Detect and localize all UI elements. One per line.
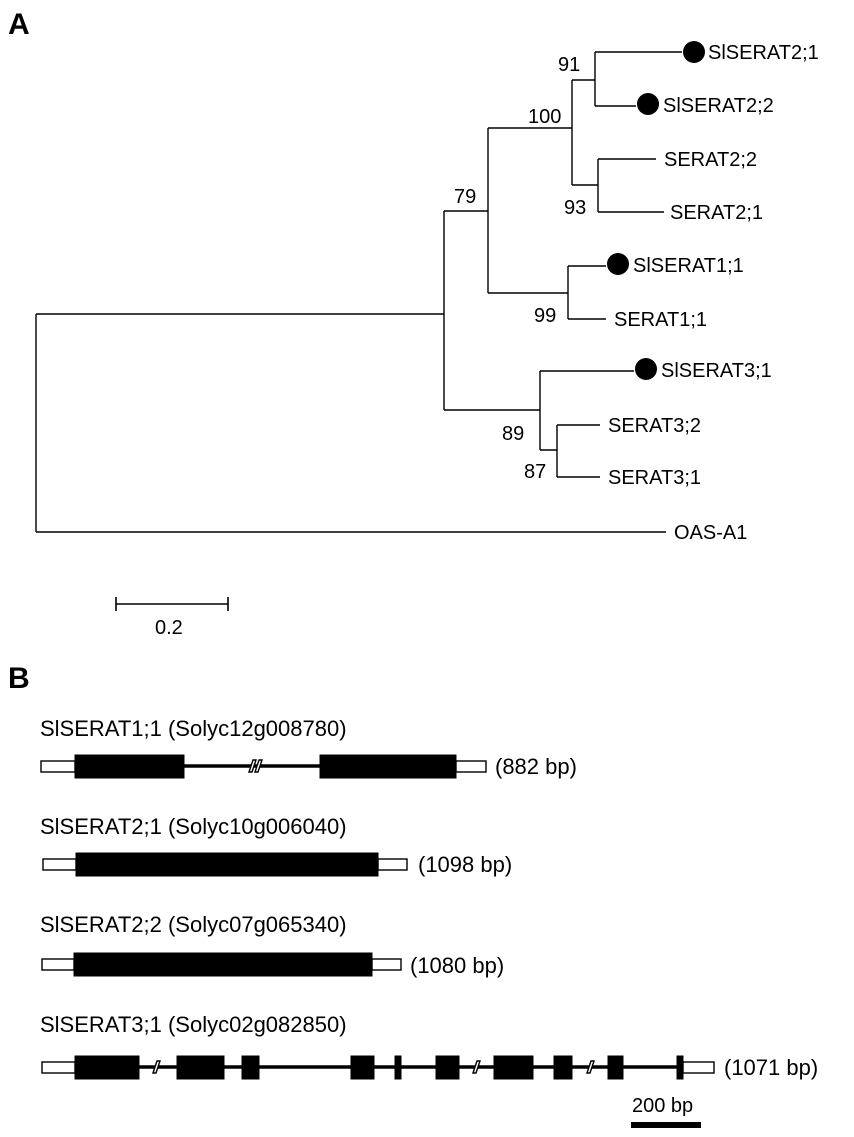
gene-structure-slserat1-1: SlSERAT1;1 (Solyc12g008780) (882 bp) [40,716,577,779]
utr-box [377,858,408,871]
exon-box [74,754,185,779]
intron-break-mark [472,1060,481,1074]
gene-title: SlSERAT2;1 (Solyc10g006040) [40,814,347,839]
tree-scale-label: 0.2 [155,617,183,639]
gene-title: SlSERAT3;1 (Solyc02g082850) [40,1012,347,1037]
leaf-label-serat1-1: SERAT1;1 [614,309,707,331]
gene-scale-line [631,1122,701,1128]
utr-box [40,760,76,773]
utr-box [41,958,75,971]
exon-box [319,754,457,779]
panel-b-label: B [8,662,30,695]
gene-structure-slserat2-2: SlSERAT2;2 (Solyc07g065340) (1080 bp) [40,912,504,978]
gene-scale-bar: 200 bp [631,1095,701,1128]
bootstrap-value: 93 [564,197,586,219]
exon-box [676,1055,684,1080]
exon-box [350,1055,375,1080]
exon-box [73,952,373,977]
utr-box [455,760,487,773]
exon-box [75,852,379,877]
exon-box [394,1055,402,1080]
utr-box [682,1061,715,1074]
intron-break-mark [586,1060,595,1074]
bootstrap-value: 89 [502,423,524,445]
tomato-marker-dot [683,41,705,63]
intron-break-mark [152,1060,161,1074]
exon-box [435,1055,460,1080]
gene-length-label: (1080 bp) [410,953,504,978]
phylogenetic-tree: SlSERAT2;1 SlSERAT2;2 SERAT2;2 SERAT2;1 … [35,41,819,544]
leaf-label-oas-a1: OAS-A1 [674,522,747,544]
exon-box [241,1055,260,1080]
leaf-label-slserat2-2: SlSERAT2;2 [663,95,774,117]
panel-a-label: A [8,8,30,41]
exon-box [553,1055,573,1080]
bootstrap-value: 91 [558,54,580,76]
gene-length-label: (1071 bp) [724,1055,818,1080]
utr-box [371,958,402,971]
intron-break-mark [248,759,263,773]
bootstrap-value: 99 [534,305,556,327]
gene-title: SlSERAT2;2 (Solyc07g065340) [40,912,347,937]
leaf-label-slserat1-1: SlSERAT1;1 [633,255,744,277]
leaf-label-serat2-2: SERAT2;2 [664,149,757,171]
utr-box [41,1061,76,1074]
gene-title: SlSERAT1;1 (Solyc12g008780) [40,716,347,741]
bootstrap-value: 87 [524,461,546,483]
gene-length-label: (882 bp) [495,754,577,779]
gene-structure-slserat3-1: SlSERAT3;1 (Solyc02g082850) (1071 bp) [40,1012,818,1080]
utr-box [42,858,77,871]
gene-structure-slserat2-1: SlSERAT2;1 (Solyc10g006040) (1098 bp) [40,814,512,877]
bootstrap-value: 100 [528,106,561,128]
tomato-marker-dot [635,358,657,380]
exon-box [493,1055,534,1080]
leaf-label-serat2-1: SERAT2;1 [670,202,763,224]
exon-box [607,1055,624,1080]
leaf-label-slserat2-1: SlSERAT2;1 [708,42,819,64]
gene-length-label: (1098 bp) [418,852,512,877]
gene-scale-label: 200 bp [632,1095,693,1117]
exon-box [176,1055,225,1080]
exon-box [74,1055,140,1080]
tomato-marker-dot [607,253,629,275]
tree-scale-bar: 0.2 [115,597,229,639]
leaf-label-slserat3-1: SlSERAT3;1 [661,360,772,382]
bootstrap-value: 79 [454,186,476,208]
tomato-marker-dot [637,93,659,115]
leaf-label-serat3-2: SERAT3;2 [608,415,701,437]
leaf-label-serat3-1: SERAT3;1 [608,467,701,489]
